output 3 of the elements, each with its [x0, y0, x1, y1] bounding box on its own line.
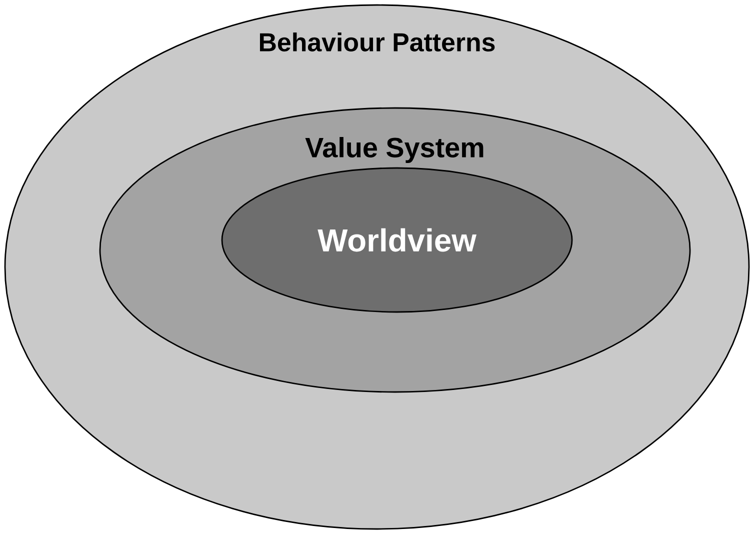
band-label: Behaviour Patterns — [260, 32, 495, 52]
band-label: Worldview — [318, 228, 476, 252]
band-label: Value System — [305, 137, 484, 163]
